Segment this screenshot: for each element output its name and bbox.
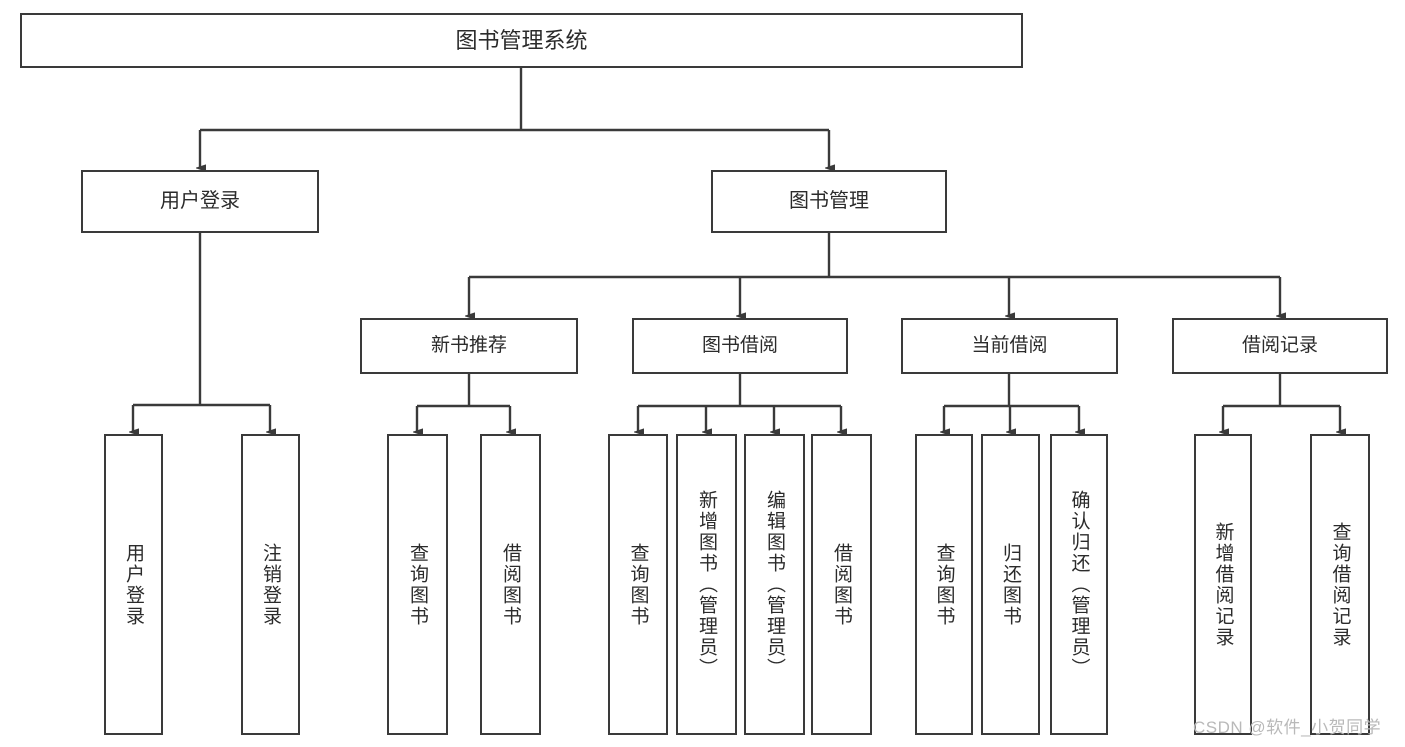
node-leaf-add-borrow-record[interactable]: 新增借阅记录: [1194, 434, 1252, 735]
node-current-borrow[interactable]: 当前借阅: [901, 318, 1118, 374]
node-leaf-add-book-label: 新增图书（管理员）: [696, 490, 717, 679]
node-book-borrow-label: 图书借阅: [701, 335, 778, 357]
node-book-borrow[interactable]: 图书借阅: [632, 318, 848, 374]
watermark-text: CSDN @软件_小贺同学: [1193, 718, 1382, 737]
node-user-login[interactable]: 用户登录: [81, 170, 319, 233]
node-leaf-query-book-rec[interactable]: 查询图书: [387, 434, 448, 735]
node-leaf-query-borrow-record-label: 查询借阅记录: [1329, 521, 1351, 648]
node-leaf-return-book[interactable]: 归还图书: [981, 434, 1040, 735]
node-leaf-confirm-return-label: 确认归还（管理员）: [1068, 490, 1090, 679]
node-new-book-recommend-label: 新书推荐: [430, 335, 507, 357]
node-leaf-query-book-cur[interactable]: 查询图书: [915, 434, 973, 735]
node-leaf-query-book-borrow[interactable]: 查询图书: [608, 434, 668, 735]
node-root-label: 图书管理系统: [455, 27, 588, 53]
node-leaf-user-login[interactable]: 用户登录: [104, 434, 163, 735]
node-leaf-query-book-cur-label: 查询图书: [933, 542, 955, 627]
node-leaf-user-login-label: 用户登录: [123, 542, 144, 627]
node-leaf-borrow-book-rec-label: 借阅图书: [500, 542, 521, 627]
node-leaf-add-book[interactable]: 新增图书（管理员）: [676, 434, 737, 735]
node-leaf-query-borrow-record[interactable]: 查询借阅记录: [1310, 434, 1370, 735]
node-root[interactable]: 图书管理系统: [20, 13, 1023, 68]
node-user-login-label: 用户登录: [160, 190, 240, 213]
node-leaf-return-book-label: 归还图书: [1000, 542, 1021, 627]
node-leaf-logout[interactable]: 注销登录: [241, 434, 300, 735]
node-leaf-query-book-borrow-label: 查询图书: [627, 542, 649, 627]
node-borrow-record-label: 借阅记录: [1241, 335, 1318, 357]
connector-lines: [133, 68, 1340, 432]
node-leaf-query-book-rec-label: 查询图书: [407, 542, 428, 627]
node-leaf-borrow-book-label: 借阅图书: [831, 542, 852, 627]
node-leaf-confirm-return[interactable]: 确认归还（管理员）: [1050, 434, 1108, 735]
node-current-borrow-label: 当前借阅: [971, 335, 1048, 357]
node-leaf-borrow-book-rec[interactable]: 借阅图书: [480, 434, 541, 735]
node-borrow-record[interactable]: 借阅记录: [1172, 318, 1388, 374]
node-leaf-logout-label: 注销登录: [260, 542, 281, 627]
node-new-book-recommend[interactable]: 新书推荐: [360, 318, 578, 374]
node-leaf-edit-book[interactable]: 编辑图书（管理员）: [744, 434, 805, 735]
node-leaf-add-borrow-record-label: 新增借阅记录: [1212, 521, 1234, 648]
node-book-manage-label: 图书管理: [789, 190, 869, 213]
node-leaf-borrow-book[interactable]: 借阅图书: [811, 434, 872, 735]
node-leaf-edit-book-label: 编辑图书（管理员）: [764, 490, 785, 679]
node-book-manage[interactable]: 图书管理: [711, 170, 947, 233]
